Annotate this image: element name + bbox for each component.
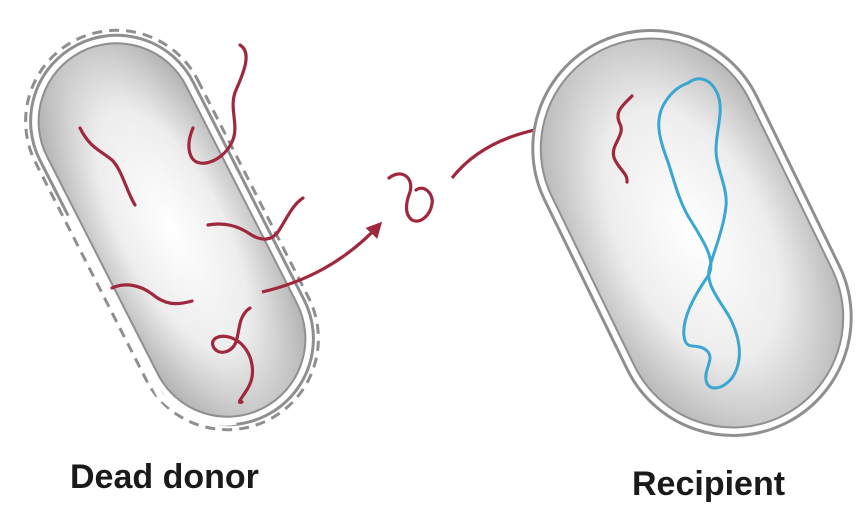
donor-broken-membrane [24,28,320,432]
recipient-chromosome [657,77,741,390]
dna-fragment [78,126,137,207]
donor-dna-fragments [78,43,305,404]
free-dna-fragment [387,172,434,223]
dead-donor-cell [24,28,320,432]
donor-cytoplasm [37,42,307,418]
dna-fragment [211,306,254,404]
dna-fragment [206,196,305,241]
recipient-cell [531,29,853,437]
dead-donor-label: Dead donor [70,458,259,496]
recipient-label: Recipient [632,465,786,503]
dna-fragment [187,43,248,165]
dna-fragment [110,283,194,306]
transfer-arrow-1 [261,221,383,294]
incoming-dna-fragment [611,94,634,184]
recipient-cytoplasm [539,37,845,429]
